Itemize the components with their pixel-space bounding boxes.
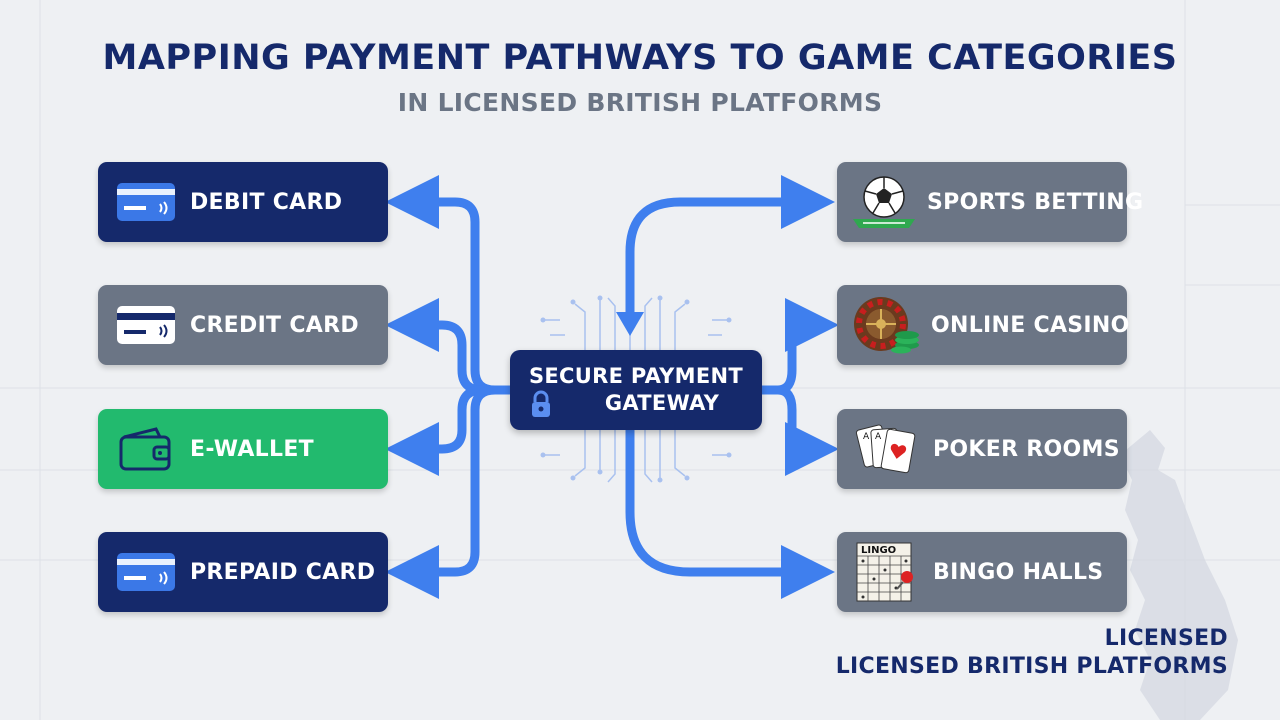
soccer-ball-icon [851, 176, 917, 228]
game-node-bingo-halls: LINGO BINGO HALLS [837, 532, 1127, 612]
arrow-to-credit-card [385, 298, 515, 395]
payment-node-credit-card: CREDIT CARD [98, 285, 388, 365]
uk-map-silhouette [1120, 430, 1238, 720]
game-label-poker-rooms: POKER ROOMS [933, 436, 1120, 462]
credit-card-icon [114, 300, 178, 350]
svg-text:A: A [863, 432, 870, 442]
debit-card-icon [114, 177, 178, 227]
roulette-wheel-icon [851, 297, 921, 354]
arrow-to-poker-rooms [757, 385, 839, 476]
gateway-label-line1: SECURE PAYMENT [528, 364, 743, 388]
game-label-online-casino: ONLINE CASINO [931, 312, 1130, 338]
footer-licensed-line2: LICENSED BRITISH PLATFORMS [835, 654, 1228, 679]
payment-label-e-wallet: E-WALLET [190, 436, 314, 462]
wallet-icon [114, 424, 178, 474]
payment-label-credit-card: CREDIT CARD [190, 312, 359, 338]
footer-licensed-line1: LICENSED [1104, 626, 1228, 651]
payment-node-e-wallet: E-WALLET [98, 409, 388, 489]
game-node-sports-betting: SPORTS BETTING [837, 162, 1143, 242]
arrow-to-online-casino [757, 298, 839, 395]
svg-text:A: A [875, 432, 882, 442]
bingo-card-heading: LINGO [861, 545, 896, 556]
bingo-card-icon: LINGO [851, 542, 923, 602]
lock-icon [530, 390, 552, 422]
payment-node-prepaid-card: PREPAID CARD [98, 532, 388, 612]
gateway-label-line2: GATEWAY [604, 391, 720, 415]
game-node-online-casino: ONLINE CASINO [837, 285, 1130, 365]
payment-label-prepaid-card: PREPAID CARD [190, 559, 376, 585]
secure-payment-gateway: SECURE PAYMENT GATEWAY [510, 350, 762, 430]
page-subtitle: IN LICENSED BRITISH PLATFORMS [397, 88, 883, 117]
arrow-to-e-wallet [385, 385, 515, 476]
arrow-to-sports-betting [625, 175, 835, 323]
game-label-sports-betting: SPORTS BETTING [927, 189, 1144, 215]
game-label-bingo-halls: BINGO HALLS [933, 559, 1104, 585]
payment-label-debit-card: DEBIT CARD [190, 189, 343, 215]
prepaid-card-icon [114, 547, 178, 597]
arrow-to-prepaid-card [385, 385, 515, 599]
payment-node-debit-card: DEBIT CARD [98, 162, 388, 242]
arrowhead-into-gateway [616, 312, 644, 336]
page-title: MAPPING PAYMENT PATHWAYS TO GAME CATEGOR… [102, 38, 1178, 78]
arrow-to-bingo-halls [625, 425, 835, 599]
